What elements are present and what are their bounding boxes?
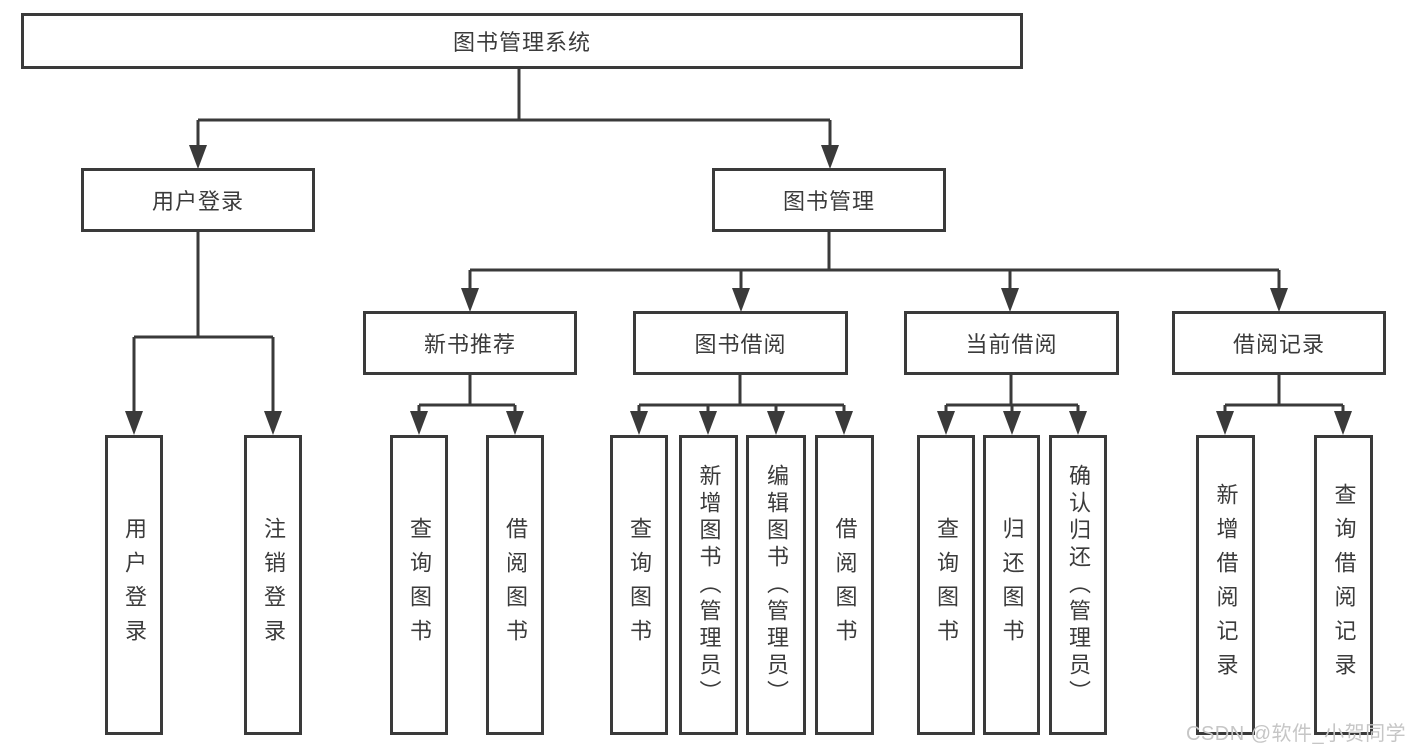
leaf-add-borrow-record-label: 新增借阅记录 — [1213, 483, 1239, 687]
leaf-add-book-admin: 新增图书（管理员） — [679, 435, 738, 735]
node-current-borrowing-label: 当前借阅 — [965, 332, 1058, 357]
node-book-borrowing-label: 图书借阅 — [694, 332, 787, 357]
leaf-add-book-admin-label: 新增图书（管理员） — [696, 463, 722, 707]
leaf-query-books-recommend: 查询图书 — [390, 435, 448, 735]
leaf-edit-book-admin-label: 编辑图书（管理员） — [764, 463, 789, 707]
node-book-borrowing: 图书借阅 — [633, 311, 848, 375]
node-new-book-recommend-label: 新书推荐 — [423, 332, 516, 357]
csdn-watermark: CSDN @软件_小贺同学 — [1186, 723, 1405, 745]
leaf-return-book-label: 归还图书 — [999, 517, 1025, 653]
leaf-borrow-books-borrowing-label: 借阅图书 — [832, 517, 858, 653]
leaf-query-borrow-record: 查询借阅记录 — [1314, 435, 1373, 735]
leaf-borrow-books-recommend-label: 借阅图书 — [503, 517, 528, 653]
node-user-login: 用户登录 — [81, 168, 315, 232]
node-borrowing-records-label: 借阅记录 — [1232, 332, 1325, 357]
node-user-login-label: 用户登录 — [151, 189, 244, 214]
node-book-management-label: 图书管理 — [782, 189, 875, 214]
node-borrowing-records: 借阅记录 — [1172, 311, 1386, 375]
leaf-query-books-recommend-label: 查询图书 — [407, 517, 432, 653]
leaf-user-login: 用户登录 — [105, 435, 163, 735]
leaf-query-books-current: 查询图书 — [917, 435, 975, 735]
leaf-confirm-return-admin-label: 确认归还（管理员） — [1066, 463, 1091, 707]
leaf-confirm-return-admin: 确认归还（管理员） — [1049, 435, 1107, 735]
leaf-query-books-current-label: 查询图书 — [934, 517, 959, 653]
leaf-borrow-books-recommend: 借阅图书 — [486, 435, 544, 735]
node-root: 图书管理系统 — [21, 13, 1023, 69]
node-current-borrowing: 当前借阅 — [904, 311, 1119, 375]
leaf-return-book: 归还图书 — [983, 435, 1040, 735]
leaf-user-login-label: 用户登录 — [122, 517, 147, 653]
node-root-label: 图书管理系统 — [452, 30, 591, 55]
leaf-add-borrow-record: 新增借阅记录 — [1196, 435, 1255, 735]
leaf-query-books-borrowing: 查询图书 — [610, 435, 668, 735]
leaf-edit-book-admin: 编辑图书（管理员） — [746, 435, 806, 735]
leaf-logout-label: 注销登录 — [261, 517, 286, 653]
node-book-management: 图书管理 — [712, 168, 946, 232]
leaf-borrow-books-borrowing: 借阅图书 — [815, 435, 874, 735]
leaf-query-borrow-record-label: 查询借阅记录 — [1331, 483, 1357, 687]
leaf-logout: 注销登录 — [244, 435, 302, 735]
node-new-book-recommend: 新书推荐 — [363, 311, 577, 375]
leaf-query-books-borrowing-label: 查询图书 — [627, 517, 652, 653]
